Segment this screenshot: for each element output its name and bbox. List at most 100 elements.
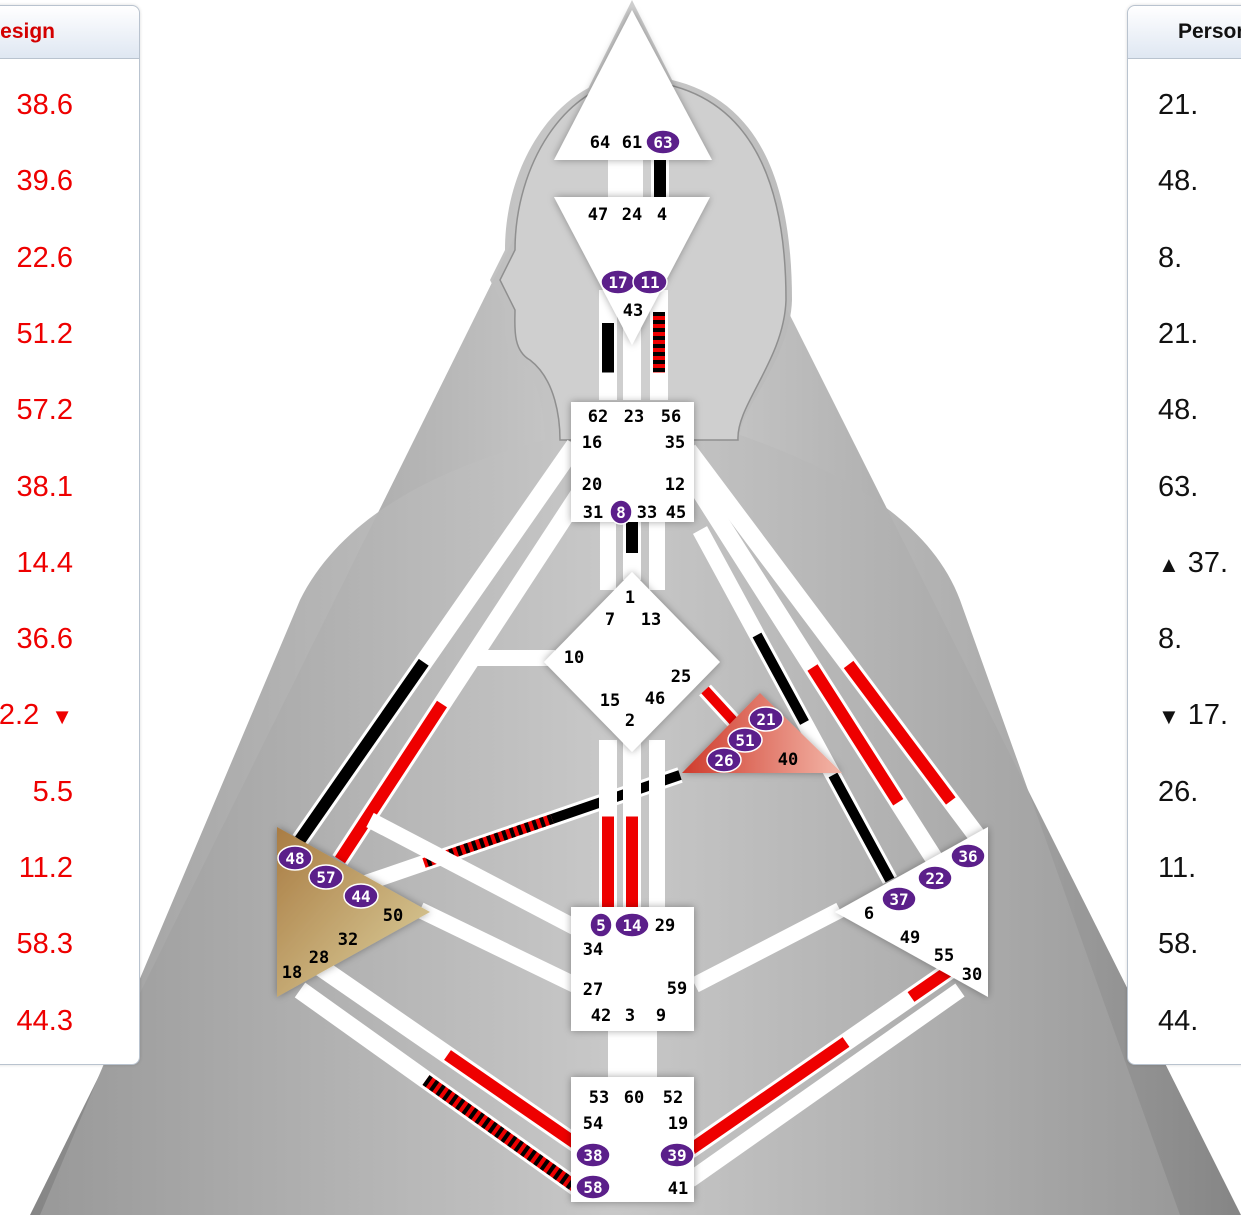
gate-6: 6 <box>864 904 874 924</box>
channel-20 <box>366 812 584 938</box>
personality-row: 8. <box>1158 241 1182 275</box>
personality-value: 48. <box>1158 165 1199 198</box>
gate-32: 32 <box>338 930 358 950</box>
gate-54: 54 <box>583 1114 603 1134</box>
gate-39: 39 <box>667 1146 686 1165</box>
gate-28: 28 <box>309 948 329 968</box>
ajna-center <box>554 197 710 345</box>
personality-panel: Personality 21.48.8.21.48.63.▲37.8.▼17.2… <box>1127 5 1241 1065</box>
active-gate-26 <box>706 747 742 773</box>
gate-43: 43 <box>623 301 643 321</box>
throat-center <box>571 402 694 522</box>
personality-value: 11. <box>1158 852 1197 884</box>
gate-2: 2 <box>625 711 635 731</box>
active-gate-57 <box>308 864 344 890</box>
personality-row: ▼17. <box>1158 698 1228 734</box>
personality-marker: ▲ <box>1158 551 1180 577</box>
gate-46: 46 <box>645 689 665 709</box>
personality-value: 21. <box>1158 89 1199 121</box>
gate-19: 19 <box>668 1114 688 1134</box>
design-row: 5.5 <box>33 775 73 809</box>
personality-value: 44. <box>1158 1004 1199 1037</box>
gate-36: 36 <box>958 847 977 866</box>
active-gate-11 <box>632 269 668 295</box>
personality-value: 8. <box>1158 623 1183 656</box>
design-row: 36.6 <box>17 622 73 656</box>
gate-58: 58 <box>583 1178 602 1197</box>
gate-57: 57 <box>316 868 335 887</box>
channel-track <box>685 983 965 1187</box>
gate-29: 29 <box>655 916 675 936</box>
gate-1: 1 <box>625 588 635 608</box>
channel-13 <box>682 470 943 865</box>
gate-8: 8 <box>616 503 626 522</box>
design-row: 44.3 <box>17 1004 73 1038</box>
gate-25: 25 <box>671 667 691 687</box>
personality-activation <box>295 658 429 844</box>
design-activation <box>686 1037 850 1155</box>
g-center <box>544 572 720 752</box>
design-row: 51.2 <box>17 317 73 351</box>
design-value: 38.6 <box>16 89 73 121</box>
design-panel: Design 38.639.622.651.257.238.114.436.62… <box>0 5 140 1065</box>
personality-row: 26. <box>1158 775 1198 809</box>
gate-5: 5 <box>596 916 606 935</box>
head-center <box>554 10 712 160</box>
design-header: Design <box>0 6 139 59</box>
design-value: 5.5 <box>32 775 73 808</box>
channel-10 <box>332 465 603 865</box>
personality-value: 58. <box>1158 928 1199 961</box>
active-gate-37 <box>881 886 917 912</box>
gate-12: 12 <box>665 475 685 495</box>
gate-40: 40 <box>778 750 798 770</box>
gate-59: 59 <box>667 979 687 999</box>
design-row: 11.2 <box>19 851 73 885</box>
gate-15: 15 <box>600 691 620 711</box>
personality-row: ▲ 37. <box>1158 546 1228 582</box>
gate-50: 50 <box>383 906 403 926</box>
design-row: 22.2▼ <box>0 698 73 734</box>
design-activation <box>422 1075 584 1195</box>
personality-row: 8. <box>1158 622 1182 656</box>
channel-27 <box>294 982 586 1198</box>
channels <box>292 160 988 1198</box>
active-gate-8 <box>609 499 633 525</box>
gate-16: 16 <box>582 433 602 453</box>
active-gate-38 <box>575 1142 611 1168</box>
personality-row: 48. <box>1158 393 1198 427</box>
gate-13: 13 <box>641 610 661 630</box>
gate-42: 42 <box>591 1006 611 1026</box>
active-gate-14 <box>614 912 650 938</box>
gate-22: 22 <box>925 869 944 888</box>
gate-17: 17 <box>608 273 627 292</box>
active-gate-58 <box>575 1174 611 1200</box>
gate-45: 45 <box>666 503 686 523</box>
design-value: 51.2 <box>16 317 73 350</box>
gate-51: 51 <box>735 731 754 750</box>
personality-row: 58. <box>1158 927 1198 961</box>
solar-plexus-center <box>835 827 988 997</box>
gate-10: 10 <box>564 648 584 668</box>
personality-row: 63. <box>1158 470 1198 504</box>
channel-22 <box>691 902 844 993</box>
design-activation <box>807 664 904 806</box>
gate-30: 30 <box>962 965 982 985</box>
personality-activation <box>752 632 809 725</box>
gate-37: 37 <box>889 890 908 909</box>
gate-3: 3 <box>625 1006 635 1026</box>
personality-header: Personality <box>1128 6 1241 59</box>
active-gate-21 <box>748 706 784 732</box>
personality-value: 8. <box>1158 241 1183 274</box>
personality-value: 37. <box>1187 546 1229 579</box>
personality-row: 21. <box>1158 88 1198 122</box>
gate-53: 53 <box>589 1088 609 1108</box>
design-value: 14.4 <box>16 546 73 579</box>
personality-row: 48. <box>1158 164 1198 198</box>
active-gate-22 <box>917 865 953 891</box>
gate-14: 14 <box>622 916 641 935</box>
design-row: 58.3 <box>17 927 73 961</box>
design-row: 22.6 <box>17 241 73 275</box>
gate-49: 49 <box>900 928 920 948</box>
design-value: 22.6 <box>16 241 73 274</box>
